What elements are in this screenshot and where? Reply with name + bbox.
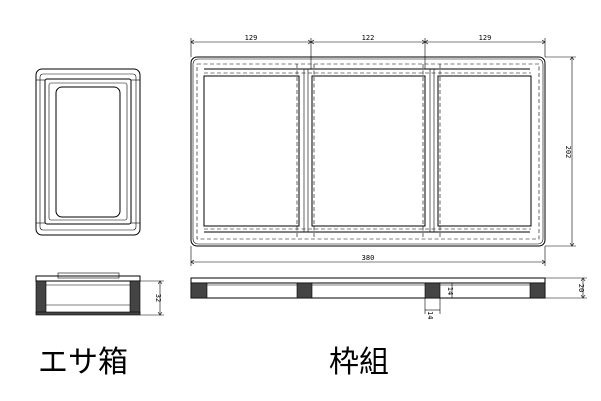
dimension-groove-depth: 14 xyxy=(446,287,454,295)
dimension-groove-width: 14 xyxy=(426,311,434,319)
frame-height-dimension: 202 xyxy=(545,56,576,247)
frame-opening-left xyxy=(203,75,300,227)
dimension-right-width: 129 xyxy=(479,34,492,42)
feed-box-top-view xyxy=(35,68,141,236)
dimension-total-height: 202 xyxy=(564,146,572,159)
feed-box-label: エサ箱 xyxy=(38,345,128,380)
feed-box-height-label: 32 xyxy=(154,294,162,302)
frame-top-view xyxy=(190,56,546,247)
frame-set-label: 枠組 xyxy=(329,345,389,380)
dimension-middle-width: 122 xyxy=(362,34,375,42)
frame-opening-middle xyxy=(311,75,426,227)
dimension-total-width: 380 xyxy=(362,254,375,262)
dimension-frame-height: 20 xyxy=(577,284,585,292)
frame-width-dimensions: 129 122 129 xyxy=(190,34,546,69)
frame-total-width-dimension: 380 xyxy=(190,246,546,266)
feed-box-section-view: 32 xyxy=(35,272,164,316)
dimension-left-width: 129 xyxy=(245,34,258,42)
frame-section-view: 20 14 14 xyxy=(190,277,587,319)
frame-opening-right xyxy=(437,75,532,227)
